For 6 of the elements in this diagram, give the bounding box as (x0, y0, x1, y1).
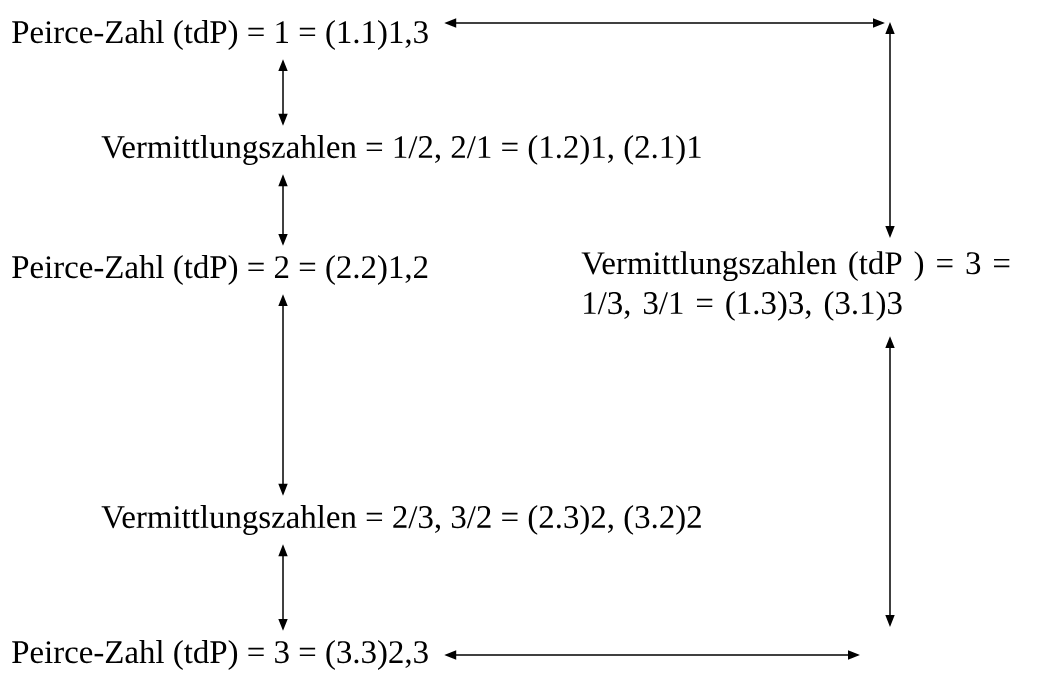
number-text: Peirce-Zahl (tdP) = 1 = (1.1)1,3 (12, 20, 428, 50)
number-text: Vermittlungszahlen (tdP ) = 3 = 1/3, 3/1 = (1.3)3, (3.1)3 (581, 251, 1010, 321)
number-text: Peirce-Zahl (tdP) = 3 = (3.3)2,3 (12, 640, 428, 670)
number-text: Vermittlungszahlen = 2/3, 3/2 = (2.3)2, (3.2)2 (101, 505, 701, 535)
number-text: Peirce-Zahl (tdP) = 2 = (2.2)1,2 (12, 255, 428, 285)
number-text: Vermittlungszahlen = 1/2, 2/1 = (1.2)1, (2.1)1 (101, 135, 701, 165)
